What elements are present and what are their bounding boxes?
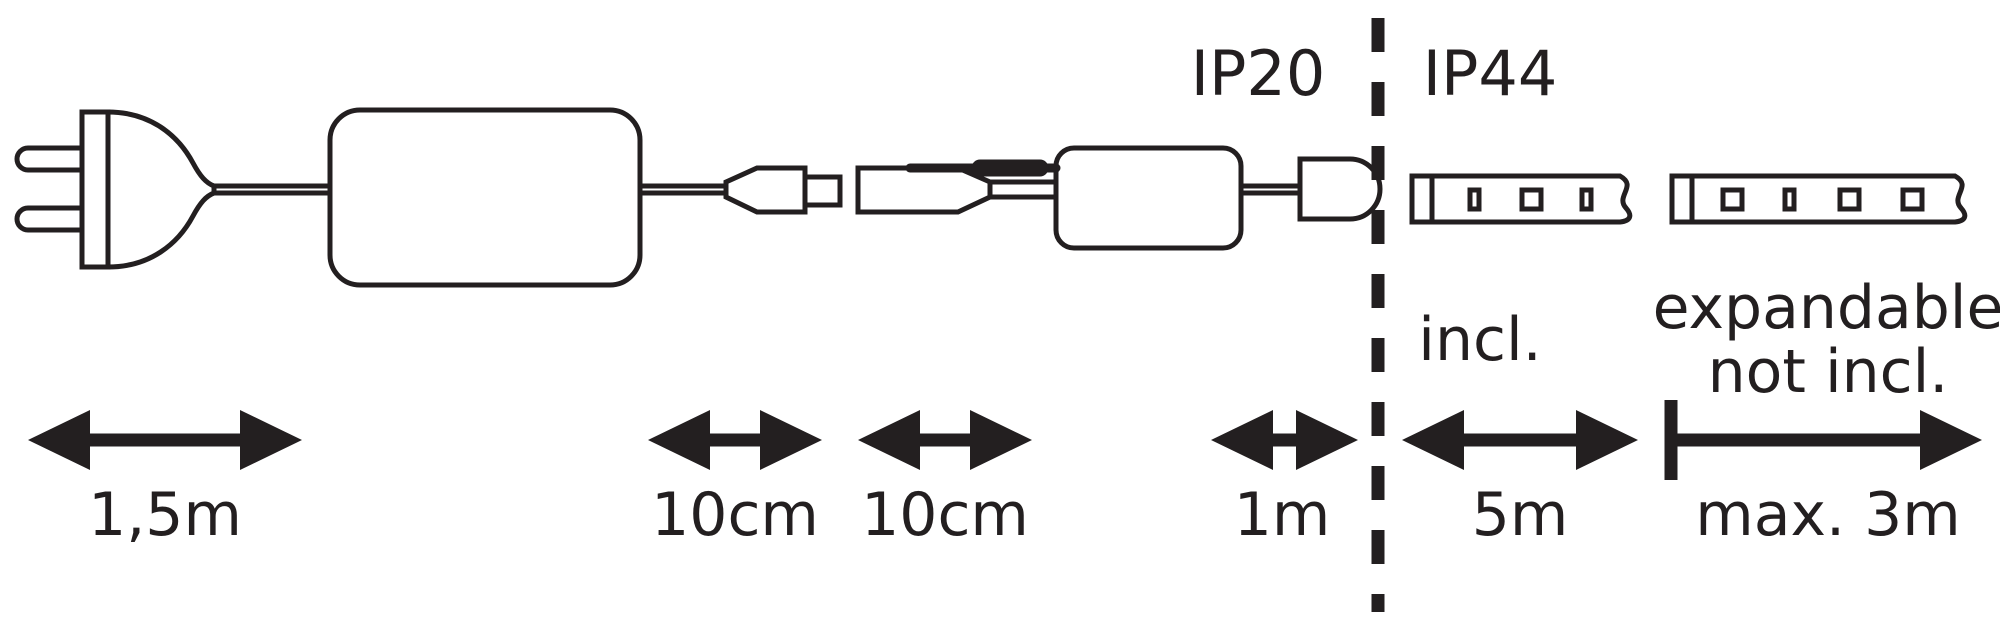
power-supply-brick	[327, 107, 643, 288]
dimension-mains-cable	[28, 410, 302, 470]
incl-label: incl.	[1418, 305, 1541, 375]
arrowhead-left	[858, 410, 920, 470]
arrowhead-right	[1296, 410, 1358, 470]
ip20-label: IP20	[1191, 37, 1326, 110]
dimension-controller-lead	[1211, 410, 1358, 470]
not-incl-label: not incl.	[1708, 337, 1949, 407]
arrowhead-right	[240, 410, 302, 470]
led-marker	[1467, 187, 1482, 212]
mains-cable	[214, 183, 330, 196]
dim-label-dc-lead-left: 10cm	[651, 480, 819, 550]
dc-plug-tip	[802, 174, 843, 208]
dimension-dc-lead-right	[858, 410, 1032, 470]
dimension-strip-included	[1402, 410, 1638, 470]
arrowhead-right	[1920, 410, 1982, 470]
led-marker	[1579, 187, 1594, 212]
dc-plug-connector	[723, 165, 843, 215]
dim-label-mains-cable: 1,5m	[88, 480, 242, 550]
dc-plug-body	[723, 165, 808, 215]
dimension-strip-extension	[1664, 400, 1982, 480]
controller-lead	[1241, 183, 1300, 196]
arrowhead-right	[760, 410, 822, 470]
dc-lead-right	[990, 179, 1056, 200]
strip-end-connector	[1297, 156, 1383, 222]
dim-label-strip-extension: max. 3m	[1695, 480, 1961, 550]
led-marker	[1837, 187, 1862, 212]
led-marker	[1900, 187, 1925, 212]
dc-lead-left	[640, 183, 726, 196]
arrowhead-right	[1576, 410, 1638, 470]
mains-plug	[14, 109, 217, 270]
controller-box	[1053, 145, 1244, 251]
led-marker	[1720, 187, 1745, 212]
plug-pin-lower	[14, 205, 85, 233]
plug-body	[107, 109, 217, 270]
dim-label-controller-lead: 1m	[1234, 480, 1331, 550]
dim-label-dc-lead-right: 10cm	[861, 480, 1029, 550]
arrowhead-left	[28, 410, 90, 470]
dimension-dc-lead-left	[648, 410, 822, 470]
expandable-label: expandable	[1653, 273, 2000, 343]
led-marker	[1519, 187, 1544, 212]
led-strip-extension-body	[1669, 173, 1968, 225]
led-strip-included	[1409, 173, 1633, 225]
plug-pin-upper	[14, 145, 85, 173]
plug-faceplate	[79, 109, 111, 270]
arrowhead-right	[970, 410, 1032, 470]
led-marker	[1782, 187, 1797, 212]
arrowhead-left	[648, 410, 710, 470]
arrowhead-left	[1402, 410, 1464, 470]
dc-socket-connector	[855, 165, 993, 215]
arrowhead-left	[1211, 410, 1273, 470]
ip44-label: IP44	[1423, 37, 1558, 110]
led-strip-extension	[1669, 173, 1968, 225]
dc-socket-body	[855, 165, 993, 215]
dim-label-strip-included: 5m	[1472, 480, 1569, 550]
